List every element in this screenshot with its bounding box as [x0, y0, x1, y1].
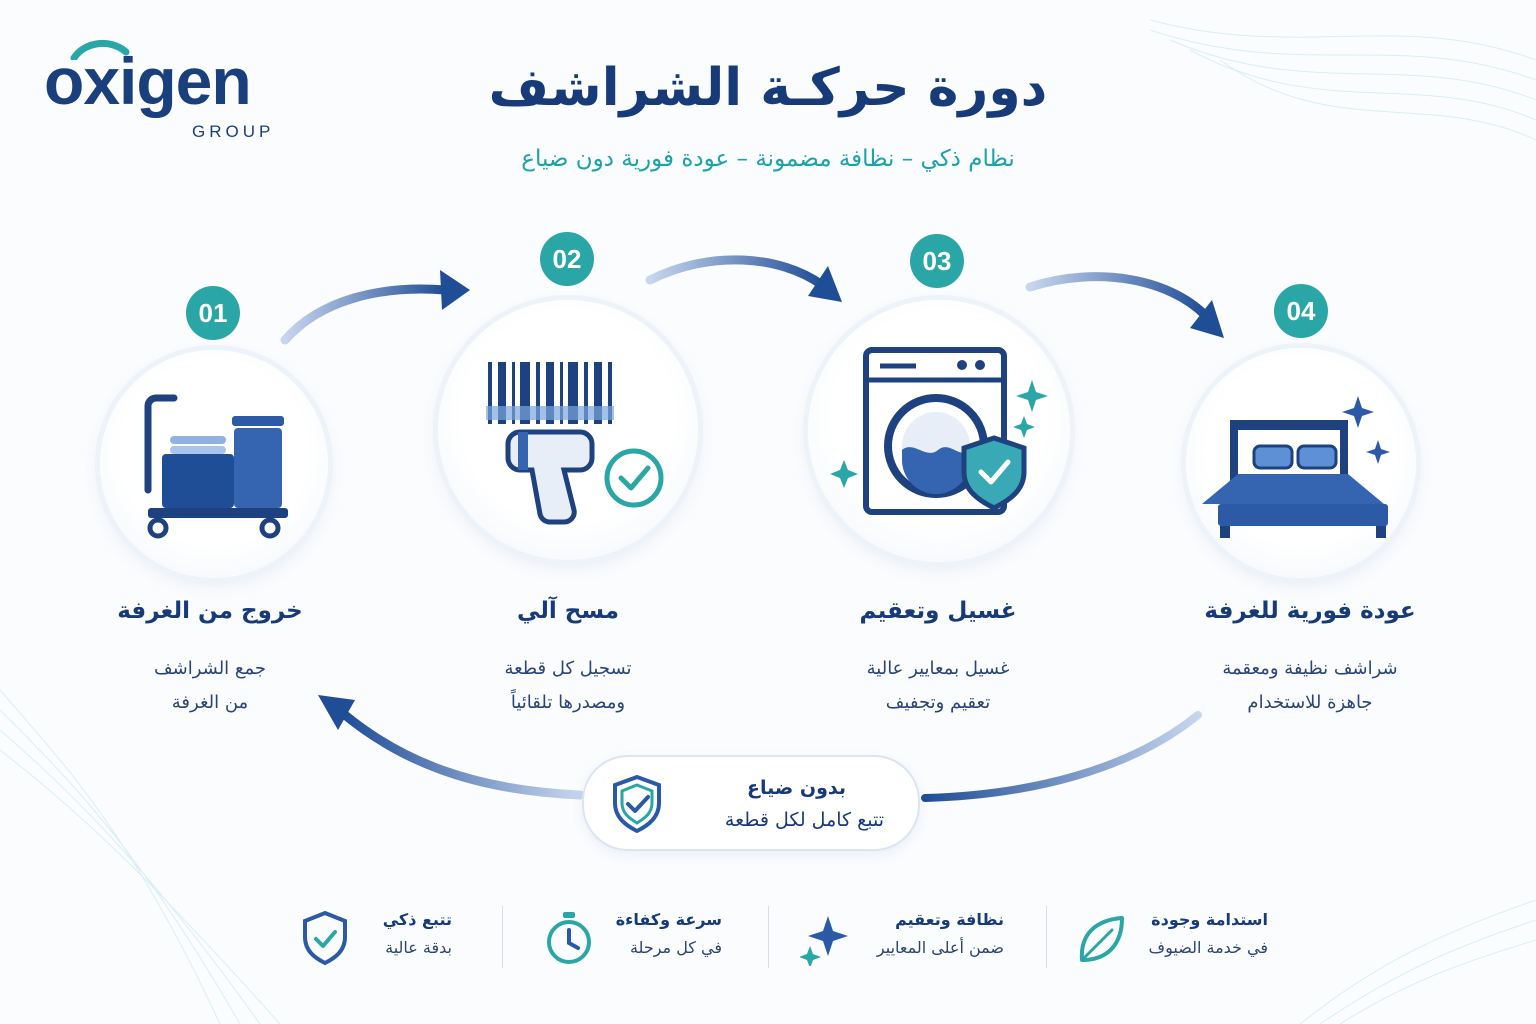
loss-free-title: بدون ضياع [747, 777, 846, 799]
page-title: دورة حركـة الشراشف [488, 58, 1048, 118]
loss-free-panel: بدون ضياع تتبع كامل لكل قطعة [582, 755, 920, 851]
feature-divider [502, 906, 503, 968]
feature-speed-title: سرعة وكفاءة [615, 910, 722, 929]
step-2-line-2: ومصدرها تلقائياً [510, 692, 626, 713]
brand-logo: oxigen GROUP [44, 38, 294, 148]
sparkle-icon [800, 916, 848, 966]
arrow-2-to-3 [645, 255, 827, 290]
step-3-title: غسيل وتعقيم [859, 598, 1017, 624]
leaf-icon [1079, 916, 1124, 962]
step-4-line-2: جاهزة للاستخدام [1247, 692, 1373, 713]
feature-cleanliness-title: نظافة وتعقيم [895, 910, 1004, 929]
washing-machine-icon [830, 347, 1048, 515]
brand-sub: GROUP [192, 122, 275, 141]
feature-smart-tracking-title: تتبع ذكي [382, 910, 452, 929]
feature-cleanliness: نظافة وتعقيم ضمن أعلى المعايير [800, 904, 1004, 974]
step-1-title: خروج من الغرفة [117, 598, 303, 624]
step-4-circle [1186, 348, 1416, 578]
shield-check-icon [303, 910, 347, 966]
arrow-1-to-2 [280, 284, 450, 345]
feature-sustainability: استدامة وجودة في خدمة الضيوف [1076, 904, 1268, 974]
step-2-circle [438, 300, 698, 560]
step-3-number: 03 [910, 234, 964, 288]
feature-sustainability-subtitle: في خدمة الضيوف [1148, 938, 1268, 957]
linen-cart-icon [144, 394, 288, 539]
step-2-title: مسح آلي [516, 598, 620, 624]
step-4-title: عودة فورية للغرفة [1204, 598, 1416, 624]
feature-cleanliness-subtitle: ضمن أعلى المعايير [876, 938, 1004, 957]
arrow-2-to-3-head [808, 266, 842, 302]
feature-divider [768, 906, 769, 968]
arrow-3-to-4 [1025, 272, 1210, 320]
step-4-number: 04 [1274, 284, 1328, 338]
brand-name: oxigen [44, 44, 252, 118]
feature-smart-tracking-subtitle: بدقة عالية [385, 938, 452, 957]
bed-icon [1202, 396, 1390, 538]
feature-smart-tracking: تتبع ذكي بدقة عالية [300, 904, 452, 974]
arrow-1-to-2-head [440, 270, 470, 310]
step-1-line-2: من الغرفة [171, 692, 249, 713]
step-1-number: 01 [186, 286, 240, 340]
logo-arc-icon [70, 39, 130, 60]
step-3-circle [808, 300, 1070, 562]
step-1-circle [100, 350, 328, 578]
step-4-line-1: شراشف نظيفة ومعقمة [1222, 658, 1398, 679]
barcode-scanner-icon [486, 362, 664, 525]
loss-free-subtitle: تتبع كامل لكل قطعة [724, 809, 884, 831]
return-arrow-head [318, 695, 355, 730]
page-subtitle: نظام ذكي – نظافة مضمونة – عودة فورية دون… [521, 146, 1015, 172]
feature-divider [1046, 906, 1047, 968]
step-3-line-2: تعقيم وتجفيف [885, 692, 991, 713]
stopwatch-icon [547, 912, 591, 964]
step-2-number: 02 [540, 232, 594, 286]
feature-speed-subtitle: في كل مرحلة [629, 938, 722, 957]
return-arc-left [340, 710, 585, 800]
arrow-3-to-4-head [1190, 300, 1224, 338]
step-1-line-1: جمع الشراشف [153, 658, 267, 679]
step-3-line-1: غسيل بمعايير عالية [866, 658, 1010, 679]
return-arc-right [921, 711, 1202, 802]
feature-sustainability-title: استدامة وجودة [1151, 910, 1268, 929]
step-2-line-1: تسجيل كل قطعة [504, 658, 632, 679]
feature-speed: سرعة وكفاءة في كل مرحلة [544, 904, 722, 974]
shield-check-icon [613, 774, 661, 833]
